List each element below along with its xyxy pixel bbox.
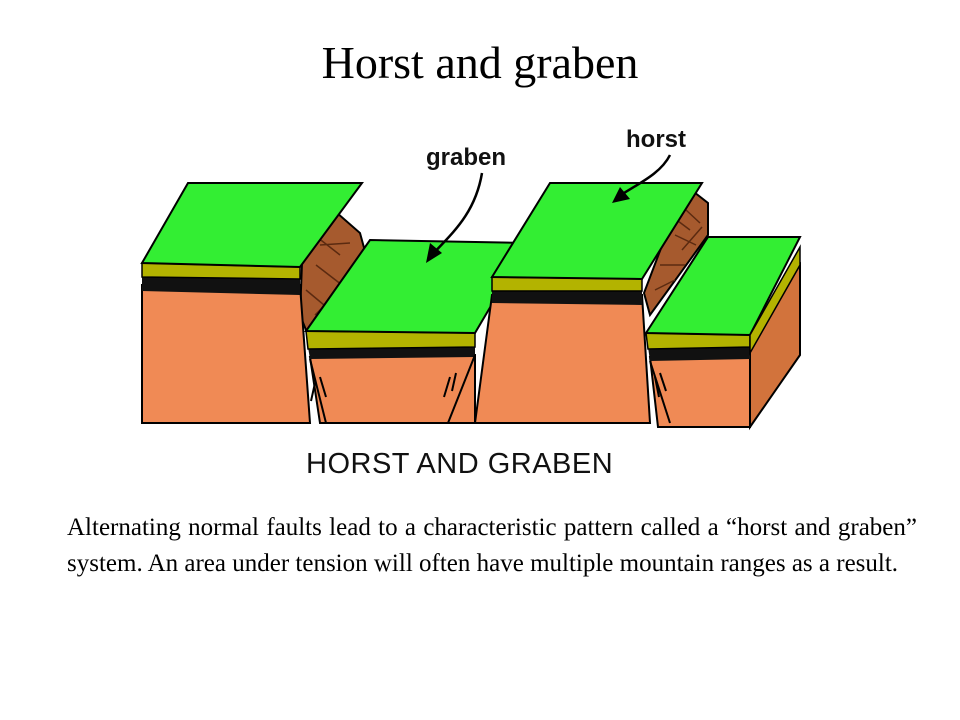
graben-pointer-arrow (431, 172, 484, 256)
center-horst-black-layer (492, 291, 642, 305)
left-horst-front (141, 284, 312, 424)
left-graben-black-layer (308, 347, 475, 359)
slide-title: Horst and graben (321, 37, 639, 88)
left-graben-front (308, 353, 476, 424)
horst-graben-diagram: graben horst HORST AND GRABEN (130, 115, 820, 485)
right-graben-black-layer (648, 347, 750, 361)
fault-line-3 (649, 360, 671, 424)
left-horst-black-layer (142, 275, 300, 295)
right-graben-side-layers (749, 244, 801, 356)
slide-body-text: Alternating normal faults lead to a char… (67, 514, 917, 578)
diagram-caption: HORST AND GRABEN (306, 448, 613, 480)
right-graben-top (644, 236, 802, 337)
left-horst-top (140, 182, 364, 269)
horst-arrowhead (612, 187, 630, 203)
graben-arrowhead (426, 243, 442, 263)
center-horst-top (490, 182, 704, 281)
label-horst: horst (626, 126, 686, 153)
fault-face-right-horst (642, 183, 709, 318)
fault-line-2 (447, 354, 476, 424)
label-graben: graben (426, 144, 506, 171)
center-horst-front (473, 294, 652, 424)
fault-line-1 (309, 358, 327, 424)
